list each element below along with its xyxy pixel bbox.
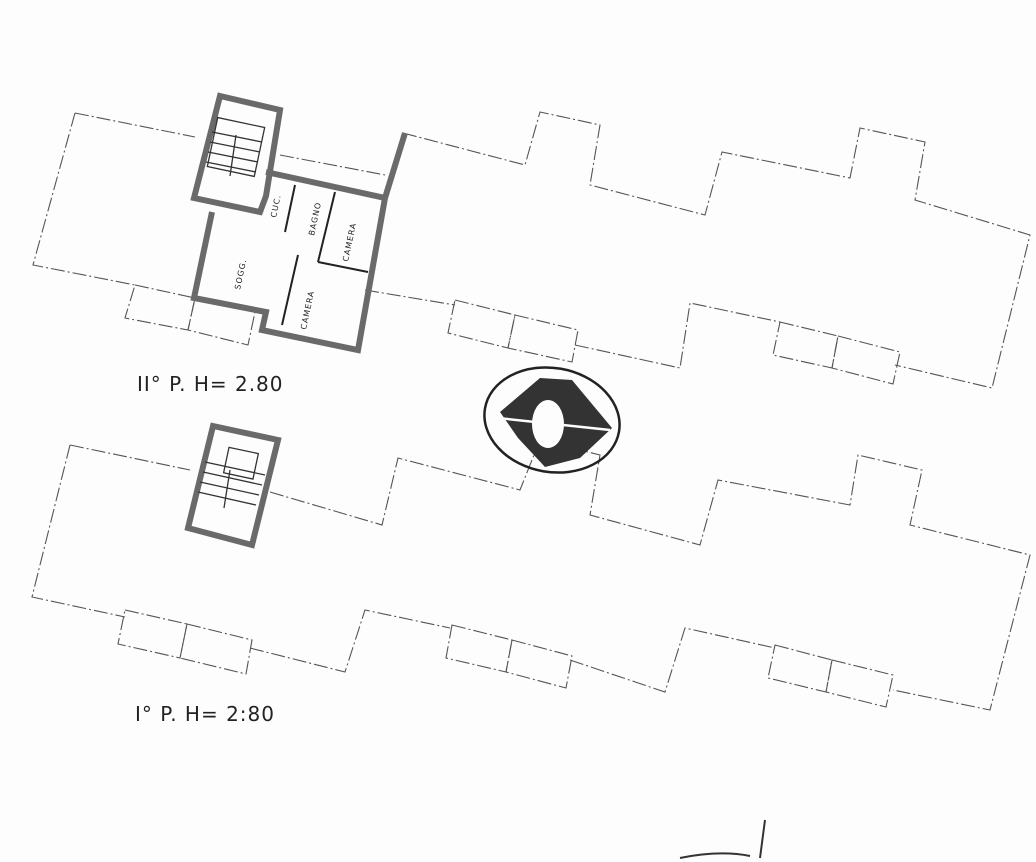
upper-floor-label: II° P. H= 2.80 bbox=[137, 372, 284, 396]
upper-apartment-plan: CUC. BAGNO CAMERA SOGG. CAMERA bbox=[190, 92, 408, 354]
lower-stair-core bbox=[184, 422, 282, 549]
room-label-bathroom: BAGNO bbox=[307, 201, 323, 236]
room-label-kitchen: CUC. bbox=[269, 193, 283, 218]
room-label-bedroom-2: CAMERA bbox=[299, 290, 316, 331]
stair-icon bbox=[197, 446, 266, 509]
lower-floor-label: I° P. H= 2:80 bbox=[135, 702, 275, 726]
stamp-logo bbox=[483, 366, 621, 474]
lower-building-outline bbox=[31, 439, 1031, 711]
upper-building-outline bbox=[32, 111, 1031, 389]
stair-icon bbox=[205, 116, 266, 178]
room-label-bedroom-1: CAMERA bbox=[341, 222, 358, 263]
room-label-living: SOGG. bbox=[233, 258, 248, 291]
pen-mark bbox=[679, 819, 766, 859]
